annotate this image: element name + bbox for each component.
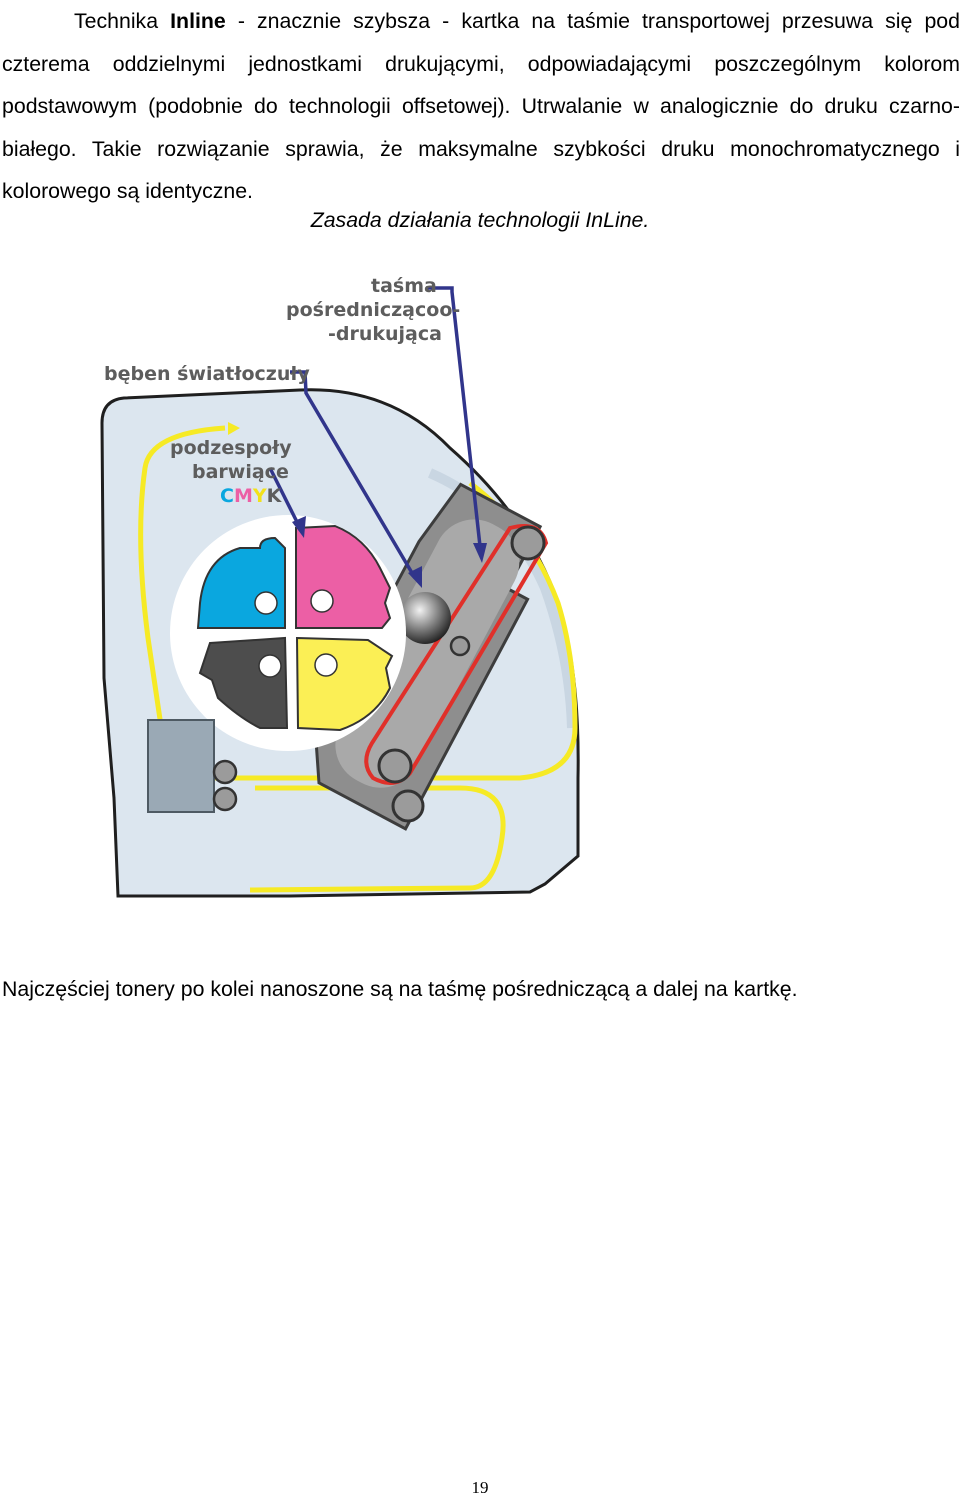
roller-small: [449, 635, 471, 657]
roller-under: [391, 789, 425, 823]
cmyk-m: M: [234, 485, 253, 507]
cmyk-c: C: [220, 485, 234, 507]
label-belt-line3: -drukująca: [328, 323, 442, 345]
paper-tray-box: [147, 719, 215, 813]
toner-carousel: [170, 515, 406, 751]
figure-caption: Zasada działania technologii InLine.: [310, 208, 650, 232]
closing-paragraph: Najczęściej tonery po kolei nanoszone są…: [2, 977, 798, 1001]
intro-text: - znacznie szybsza - kartka na taśmie tr…: [2, 9, 960, 203]
inline-printer-diagram: taśma pośredniczącoo- -drukująca bęben ś…: [90, 258, 590, 943]
label-belt-line1: taśma: [371, 275, 437, 297]
intro-paragraph: Technika Inline - znacznie szybsza - kar…: [2, 0, 960, 213]
label-units-line2: barwiące: [192, 461, 289, 483]
cmyk-k: K: [267, 485, 283, 507]
drum-arrow: [290, 370, 417, 579]
belt-roller-bottom: [377, 748, 413, 784]
paper-arrow: [228, 422, 240, 435]
intro-bold-term: Inline: [170, 9, 226, 33]
label-units-line1: podzespoły: [170, 437, 292, 459]
feed-roller-top: [212, 759, 238, 785]
paper-path-lower: [249, 785, 506, 893]
label-cmyk: CMYK: [220, 485, 283, 507]
belt-roller-top: [510, 525, 546, 561]
belt-arrow: [426, 286, 482, 547]
feed-roller-bottom: [212, 786, 238, 812]
label-belt-line2: pośredniczącoo-: [286, 299, 460, 321]
intro-prefix: Technika: [74, 9, 171, 33]
page-number: 19: [471, 1478, 489, 1497]
photosensitive-drum: [399, 592, 451, 644]
cmyk-y: Y: [252, 485, 267, 507]
units-arrow: [268, 467, 302, 529]
label-drum: bęben światłoczuły: [104, 363, 310, 385]
